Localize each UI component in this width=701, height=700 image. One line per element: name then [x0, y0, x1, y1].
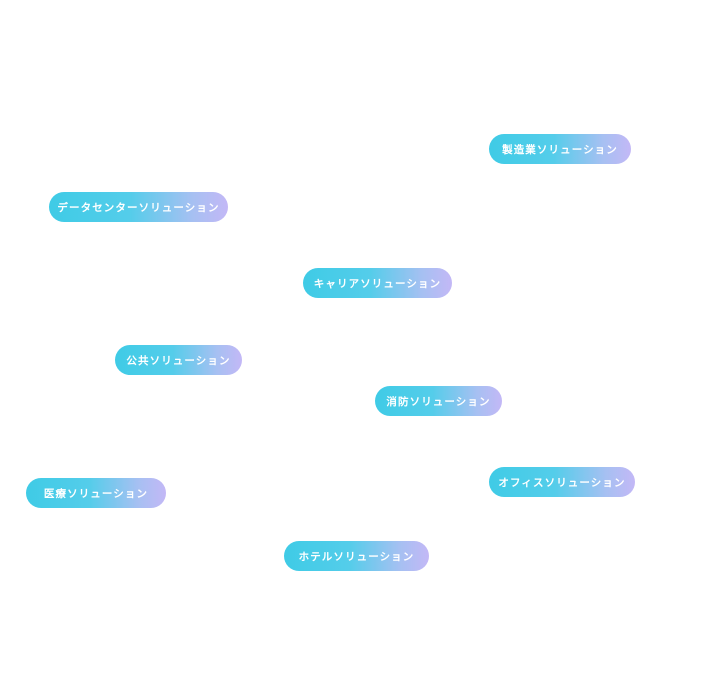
fire-solution-label: 消防ソリューション	[386, 395, 491, 408]
manufacturing-solution-label: 製造業ソリューション	[502, 143, 618, 156]
fire-solution-button[interactable]: 消防ソリューション	[375, 386, 502, 416]
medical-solution-label: 医療ソリューション	[43, 487, 149, 500]
carrier-solution-label: キャリアソリューション	[313, 277, 442, 290]
office-solution-button[interactable]: オフィスソリューション	[489, 467, 635, 497]
public-solution-label: 公共ソリューション	[126, 354, 231, 367]
office-solution-label: オフィスソリューション	[498, 476, 626, 489]
datacenter-solution-label: データセンターソリューション	[57, 201, 220, 214]
manufacturing-solution-button[interactable]: 製造業ソリューション	[489, 134, 631, 164]
hotel-solution-label: ホテルソリューション	[298, 550, 415, 563]
carrier-solution-button[interactable]: キャリアソリューション	[303, 268, 452, 298]
public-solution-button[interactable]: 公共ソリューション	[115, 345, 242, 375]
datacenter-solution-button[interactable]: データセンターソリューション	[49, 192, 228, 222]
medical-solution-button[interactable]: 医療ソリューション	[26, 478, 166, 508]
hotel-solution-button[interactable]: ホテルソリューション	[284, 541, 429, 571]
